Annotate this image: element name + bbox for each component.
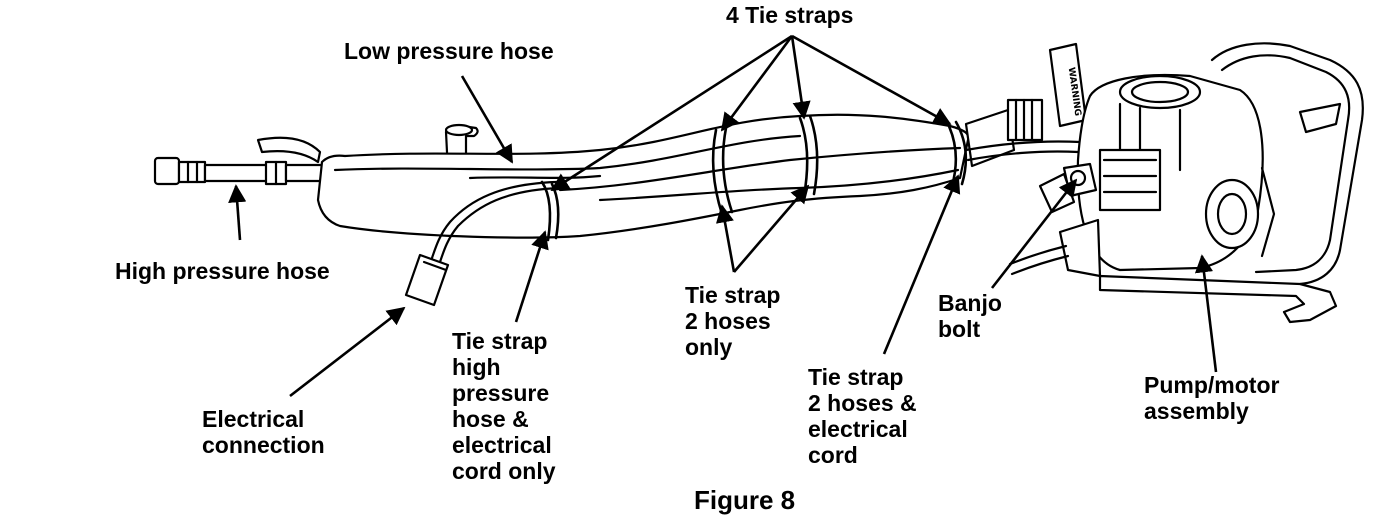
label-4-tie-straps: 4 Tie straps	[726, 2, 854, 28]
arrow-high-pressure-hose	[228, 184, 247, 241]
label-electrical-connection: Electrical connection	[202, 406, 325, 458]
arrow-tie-strap-4	[791, 34, 952, 126]
label-tie-strap-2-hoses-cord: Tie strap 2 hoses & electrical cord	[808, 364, 917, 468]
high-pressure-fitting	[153, 136, 328, 186]
label-pump-motor-assembly: Pump/motor assembly	[1144, 372, 1280, 424]
arrow-tie-strap-2	[720, 35, 794, 132]
label-tie-strap-high-pressure: Tie strap high pressure hose & electrica…	[452, 328, 556, 484]
arrow-tie-strap-2-hoses-cord	[882, 174, 961, 355]
arrow-tie-strap-2-hoses-a	[715, 204, 736, 273]
label-high-pressure-hose: High pressure hose	[115, 258, 330, 284]
arrow-banjo-bolt	[990, 178, 1078, 289]
leader-arrows	[228, 34, 1218, 398]
arrow-tie-strap-high-pressure	[514, 230, 549, 323]
arrow-low-pressure-hose	[460, 75, 514, 164]
arrow-tie-strap-1	[550, 34, 793, 192]
pump-motor-body	[1076, 73, 1276, 272]
label-low-pressure-hose: Low pressure hose	[344, 38, 554, 64]
arrow-tie-strap-2-hoses-b	[733, 184, 810, 273]
electrical-cord	[404, 180, 562, 307]
arrow-tie-strap-3	[790, 35, 811, 120]
hose-bundle	[316, 113, 970, 239]
mounting-bracket	[1058, 42, 1364, 324]
arrow-electrical-connection	[289, 306, 406, 398]
label-tie-strap-2-hoses-only: Tie strap 2 hoses only	[685, 282, 781, 360]
label-banjo-bolt: Banjo bolt	[938, 290, 1002, 342]
figure-caption: Figure 8	[694, 485, 796, 515]
arrow-pump-motor	[1194, 254, 1218, 373]
